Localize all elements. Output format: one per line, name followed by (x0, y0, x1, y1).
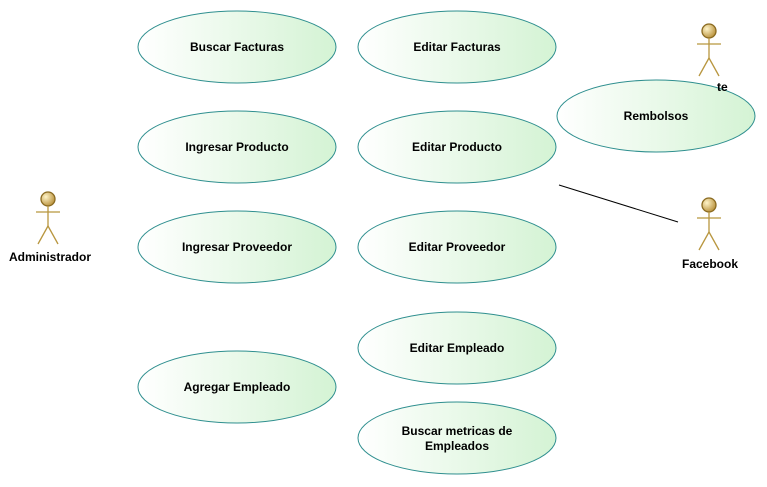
use-case-ingresar-proveedor-label: Ingresar Proveedor (181, 240, 293, 254)
actor-facebook-label: Facebook (681, 257, 738, 271)
actor-administrador-label: Administrador (8, 250, 91, 264)
use-case-editar-producto[interactable] (357, 110, 557, 184)
use-case-editar-proveedor[interactable] (357, 210, 557, 284)
use-case-ingresar-producto-label: Ingresar Producto (185, 140, 289, 154)
use-case-editar-facturas[interactable] (357, 10, 557, 84)
actor-facebook-figure[interactable] (697, 197, 721, 251)
use-case-buscar-metricas-label-line2: Empleados (424, 439, 490, 453)
actor-administrador-figure[interactable] (36, 191, 60, 245)
use-case-agregar-empleado[interactable] (137, 350, 337, 424)
actor-cliente-label: te (717, 80, 728, 94)
use-case-buscar-facturas-label: Buscar Facturas (189, 40, 285, 54)
use-case-editar-empleado-label: Editar Empleado (409, 341, 505, 355)
actor-cliente-figure[interactable] (697, 23, 721, 77)
use-case-editar-empleado[interactable] (357, 311, 557, 385)
use-case-buscar-metricas-label-line1: Buscar metricas de (401, 424, 513, 438)
use-case-buscar-facturas[interactable] (137, 10, 337, 84)
use-case-rembolsos[interactable] (556, 79, 756, 153)
use-case-editar-producto-label: Editar Producto (411, 140, 502, 154)
use-case-buscar-metricas[interactable] (357, 401, 557, 475)
use-case-agregar-empleado-label: Agregar Empleado (183, 380, 291, 394)
association-line[interactable] (558, 184, 679, 223)
use-case-editar-facturas-label: Editar Facturas (413, 40, 501, 54)
use-case-rembolsos-label: Rembolsos (623, 109, 689, 123)
use-case-ingresar-proveedor[interactable] (137, 210, 337, 284)
use-case-editar-proveedor-label: Editar Proveedor (408, 240, 506, 254)
use-case-ingresar-producto[interactable] (137, 110, 337, 184)
